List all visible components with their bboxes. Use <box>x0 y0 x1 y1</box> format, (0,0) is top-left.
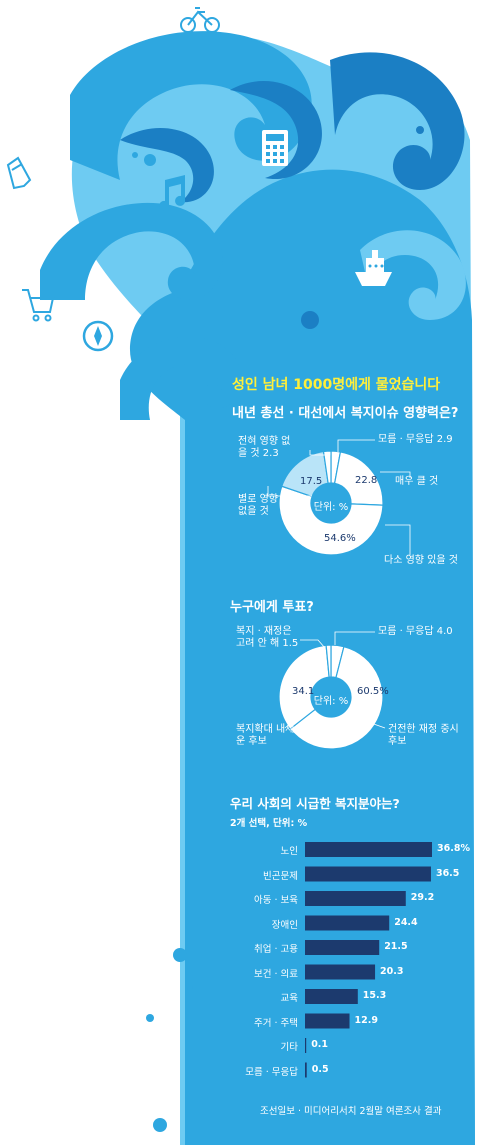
pie-chart-influence <box>278 450 384 556</box>
pie-hole <box>311 483 351 523</box>
wave-crest-1-dark <box>230 81 322 180</box>
pencil-icon <box>6 156 32 190</box>
music-note-icon <box>159 175 186 211</box>
chart1-title: 내년 총선 · 대선에서 복지이슈 영향력은? <box>232 406 459 421</box>
pie-chart-vote <box>278 644 384 750</box>
leader-line <box>284 709 306 729</box>
chart1-center-label: 단위: % <box>313 502 349 513</box>
chart2-slice-label: 건전한 재정 중시 후보 <box>388 724 459 747</box>
chart2-center-label: 단위: % <box>313 696 349 707</box>
chart1-slice-label: 별로 영향 없을 것 <box>238 494 278 517</box>
bar-category-label: 기타 <box>280 1042 298 1053</box>
wave-crest-1 <box>70 31 312 181</box>
bar <box>305 1013 350 1029</box>
leader-line <box>337 439 375 452</box>
calculator-icon <box>262 130 288 166</box>
deco-line <box>188 605 191 635</box>
chart2-title: 누구에게 투표? <box>230 600 314 615</box>
wave-crest-3-dark <box>120 128 214 203</box>
chart1-slice-label: 전혀 영향 없을 것 2.3 <box>238 436 291 459</box>
wave-crest-4 <box>120 336 242 420</box>
bar <box>305 842 432 857</box>
leader-line <box>300 639 326 649</box>
bar-category-label: 취업 · 고용 <box>253 944 298 955</box>
headline: 성인 남녀 1000명에게 물었습니다 <box>232 377 441 393</box>
deco-line <box>188 800 191 895</box>
bar <box>305 989 358 1004</box>
chart1-slice-value: 17.5 <box>300 476 323 487</box>
bar-value-label: 12.9 <box>354 1014 378 1026</box>
shopping-cart-icon <box>22 289 55 322</box>
chart1-slice-label: 매우 클 것 <box>395 476 439 487</box>
bar-value-label: 15.3 <box>362 990 387 1001</box>
leader-line <box>385 524 411 555</box>
chart2-slice-label: 복지 · 재정은 고려 안 해 1.5 <box>236 626 299 649</box>
bar <box>305 1038 307 1053</box>
bar-value-label: 36.8% <box>437 843 470 854</box>
bar <box>305 1062 307 1078</box>
pie-hole <box>311 677 351 717</box>
bar-category-label: 모름 · 무응답 <box>245 1066 298 1078</box>
chart2-slice-value: 34.1 <box>292 686 315 697</box>
bar-category-label: 보건 · 의료 <box>253 968 298 980</box>
chart2-slice-value: 60.5% <box>357 686 389 697</box>
deco-line <box>188 660 191 715</box>
leader-line <box>356 717 386 729</box>
wave-crest-3 <box>40 202 223 300</box>
ship-icon <box>355 250 392 286</box>
bubble <box>416 126 424 134</box>
bar-category-label: 빈곤문제 <box>263 870 298 882</box>
bubble <box>187 985 193 991</box>
chart3-subtitle: 2개 선택, 단위: % <box>230 818 308 829</box>
bar-category-label: 장애인 <box>271 919 298 931</box>
wave-crest-5 <box>360 230 466 320</box>
bar-category-label: 노인 <box>280 846 298 857</box>
chart1-slice-value: 54.6% <box>324 533 356 544</box>
leader-lines <box>267 439 411 729</box>
bar-value-label: 0.1 <box>311 1039 329 1050</box>
source-note: 조선일보 · 미디어리서치 2월말 여론조사 결과 <box>260 1106 442 1117</box>
bar-category-label: 교육 <box>280 993 298 1004</box>
leader-line <box>267 486 312 497</box>
pie-slice <box>289 645 384 750</box>
bicycle-icon <box>180 7 220 33</box>
bar-value-label: 24.4 <box>394 916 418 928</box>
bar-category-label: 아동 · 보육 <box>253 895 298 906</box>
leader-line <box>309 450 331 456</box>
chart3-title: 우리 사회의 시급한 복지분야는? <box>230 796 400 811</box>
bar <box>305 915 390 931</box>
bubble <box>144 154 156 166</box>
bar-value-label: 0.5 <box>311 1063 329 1075</box>
bubble <box>173 948 187 962</box>
bubble <box>132 152 138 158</box>
bubble <box>301 311 319 329</box>
chart1-slice-label: 모름 · 무응답 2.9 <box>378 434 453 445</box>
bar-value-label: 20.3 <box>380 965 404 977</box>
wave-crest-2 <box>330 52 465 190</box>
leader-line <box>334 631 375 645</box>
bar-value-label: 21.5 <box>384 941 408 952</box>
leader-line <box>380 471 411 478</box>
chart1-slice-value: 22.8 <box>355 475 378 486</box>
bar <box>305 891 406 906</box>
bar-category-label: 주거 · 주택 <box>253 1017 298 1029</box>
bar-value-label: 29.2 <box>410 892 435 903</box>
bar-chart-welfare <box>305 842 432 1078</box>
bar <box>305 866 431 882</box>
chart2-slice-label: 복지확대 내세운 후보 <box>236 724 295 747</box>
bar <box>305 964 376 980</box>
compass-icon <box>82 320 114 352</box>
bar <box>305 940 380 955</box>
bubble <box>153 1118 167 1132</box>
chart2-slice-label: 모름 · 무응답 4.0 <box>378 626 453 637</box>
bar-value-label: 36.5 <box>435 867 460 879</box>
chart1-slice-label: 다소 영향 있을 것 <box>384 555 458 566</box>
bubble <box>146 1014 154 1022</box>
